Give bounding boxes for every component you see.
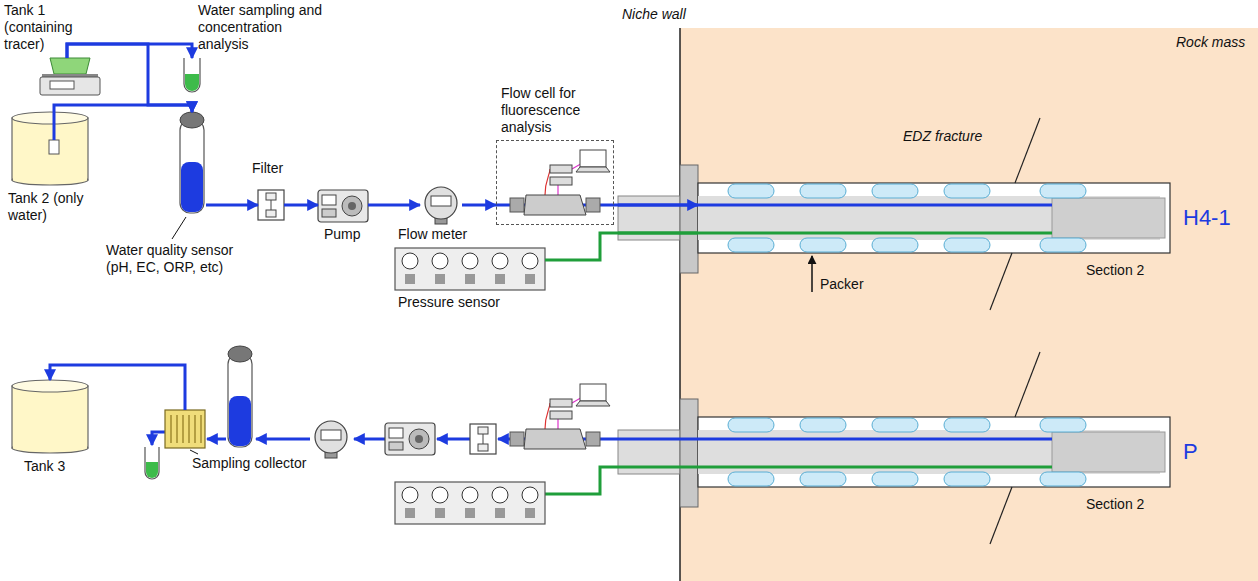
component-label: Tank 2 (only water)	[8, 190, 100, 224]
component-label: Sampling collector	[192, 455, 306, 472]
pressure-line	[545, 467, 618, 494]
water-pipe	[67, 44, 192, 112]
flow-cell-box: Flow cell for fluorescence analysis	[496, 140, 614, 225]
component-label: Pressure sensor	[398, 294, 500, 311]
component-label: Tank 1 (containing tracer)	[4, 2, 84, 53]
rock-mass-area	[680, 28, 1258, 581]
pressure-sensor-bank	[395, 482, 545, 524]
component-label: Water quality sensor (pH, EC, ORP, etc)	[106, 242, 256, 276]
water-quality-sensor: Water quality sensor (pH, EC, ORP, etc)	[178, 112, 206, 215]
component-label: Rock mass	[1176, 34, 1245, 51]
water-pipe	[50, 365, 185, 410]
tracer-tank: Tank 1 (containing tracer)	[40, 58, 100, 95]
test-tube	[184, 58, 200, 92]
tank-filter	[49, 140, 59, 154]
test-tube	[145, 447, 159, 479]
section-label: Section 2	[1086, 496, 1144, 513]
rock-mass-region: H4-1P Rock mass	[680, 28, 1258, 581]
component-label: P	[1183, 439, 1198, 465]
filter-symbol	[258, 190, 284, 220]
flow-cell-symbol	[510, 150, 610, 215]
borehole	[618, 165, 1170, 273]
water-tank	[12, 380, 88, 453]
water-tank	[12, 112, 88, 185]
pressure-tube	[545, 233, 698, 260]
component-label: Tank 3	[24, 458, 65, 475]
component-label: Flow meter	[398, 226, 467, 243]
water-pipe	[54, 105, 192, 112]
flow-meter-symbol	[315, 421, 347, 458]
fracture-label: EDZ fracture	[903, 128, 982, 145]
sampling-collector: Sampling collector	[165, 410, 205, 448]
pump-unit: Pump	[318, 190, 368, 222]
pressure-sensor-bank	[395, 248, 545, 290]
water-pipe	[614, 204, 698, 207]
pipe	[53, 112, 56, 140]
filter-symbol	[470, 424, 496, 454]
drain-tank: Tank 3	[12, 380, 88, 453]
balance-with-tracer-tank	[40, 58, 100, 95]
sensor-vessel	[180, 112, 204, 213]
flow-meter-symbol	[425, 187, 457, 224]
borehole: H4-1	[698, 183, 1170, 253]
component-label: Filter	[252, 160, 283, 177]
packer-pointer	[811, 256, 813, 292]
leader-line	[190, 450, 198, 454]
water-pipe	[368, 204, 420, 207]
borehole: P	[698, 417, 1170, 487]
pressure-sensor: Pressure sensor	[395, 248, 545, 290]
filter-unit: Filter	[258, 190, 284, 220]
water-pipe	[67, 44, 192, 58]
component-label: Pump	[324, 226, 361, 243]
leader-line	[172, 217, 186, 239]
sampling-tube: Water sampling and concentration analysi…	[184, 58, 200, 90]
sampling-collector-symbol	[165, 410, 205, 448]
pump-symbol	[318, 190, 368, 222]
component-label: H4-1	[1183, 205, 1231, 231]
component-label: Flow cell for fluorescence analysis	[501, 85, 613, 136]
section-label: Section 2	[1086, 262, 1144, 279]
wall-label: Niche wall	[622, 6, 686, 23]
water-pipe	[284, 204, 318, 207]
flow-meter: Flow meter	[420, 186, 462, 224]
fracture-lines	[990, 118, 1040, 544]
borehole	[618, 399, 1170, 507]
flow-cell-symbol	[510, 384, 610, 449]
packer-label: Packer	[820, 276, 864, 293]
water-pipe	[206, 204, 258, 207]
pump-symbol	[385, 423, 435, 455]
water-pipe	[462, 204, 496, 207]
component-label: Water sampling and concentration analysi…	[198, 2, 333, 53]
sensor-vessel	[228, 346, 252, 447]
water-tank: Tank 2 (only water)	[12, 112, 88, 185]
